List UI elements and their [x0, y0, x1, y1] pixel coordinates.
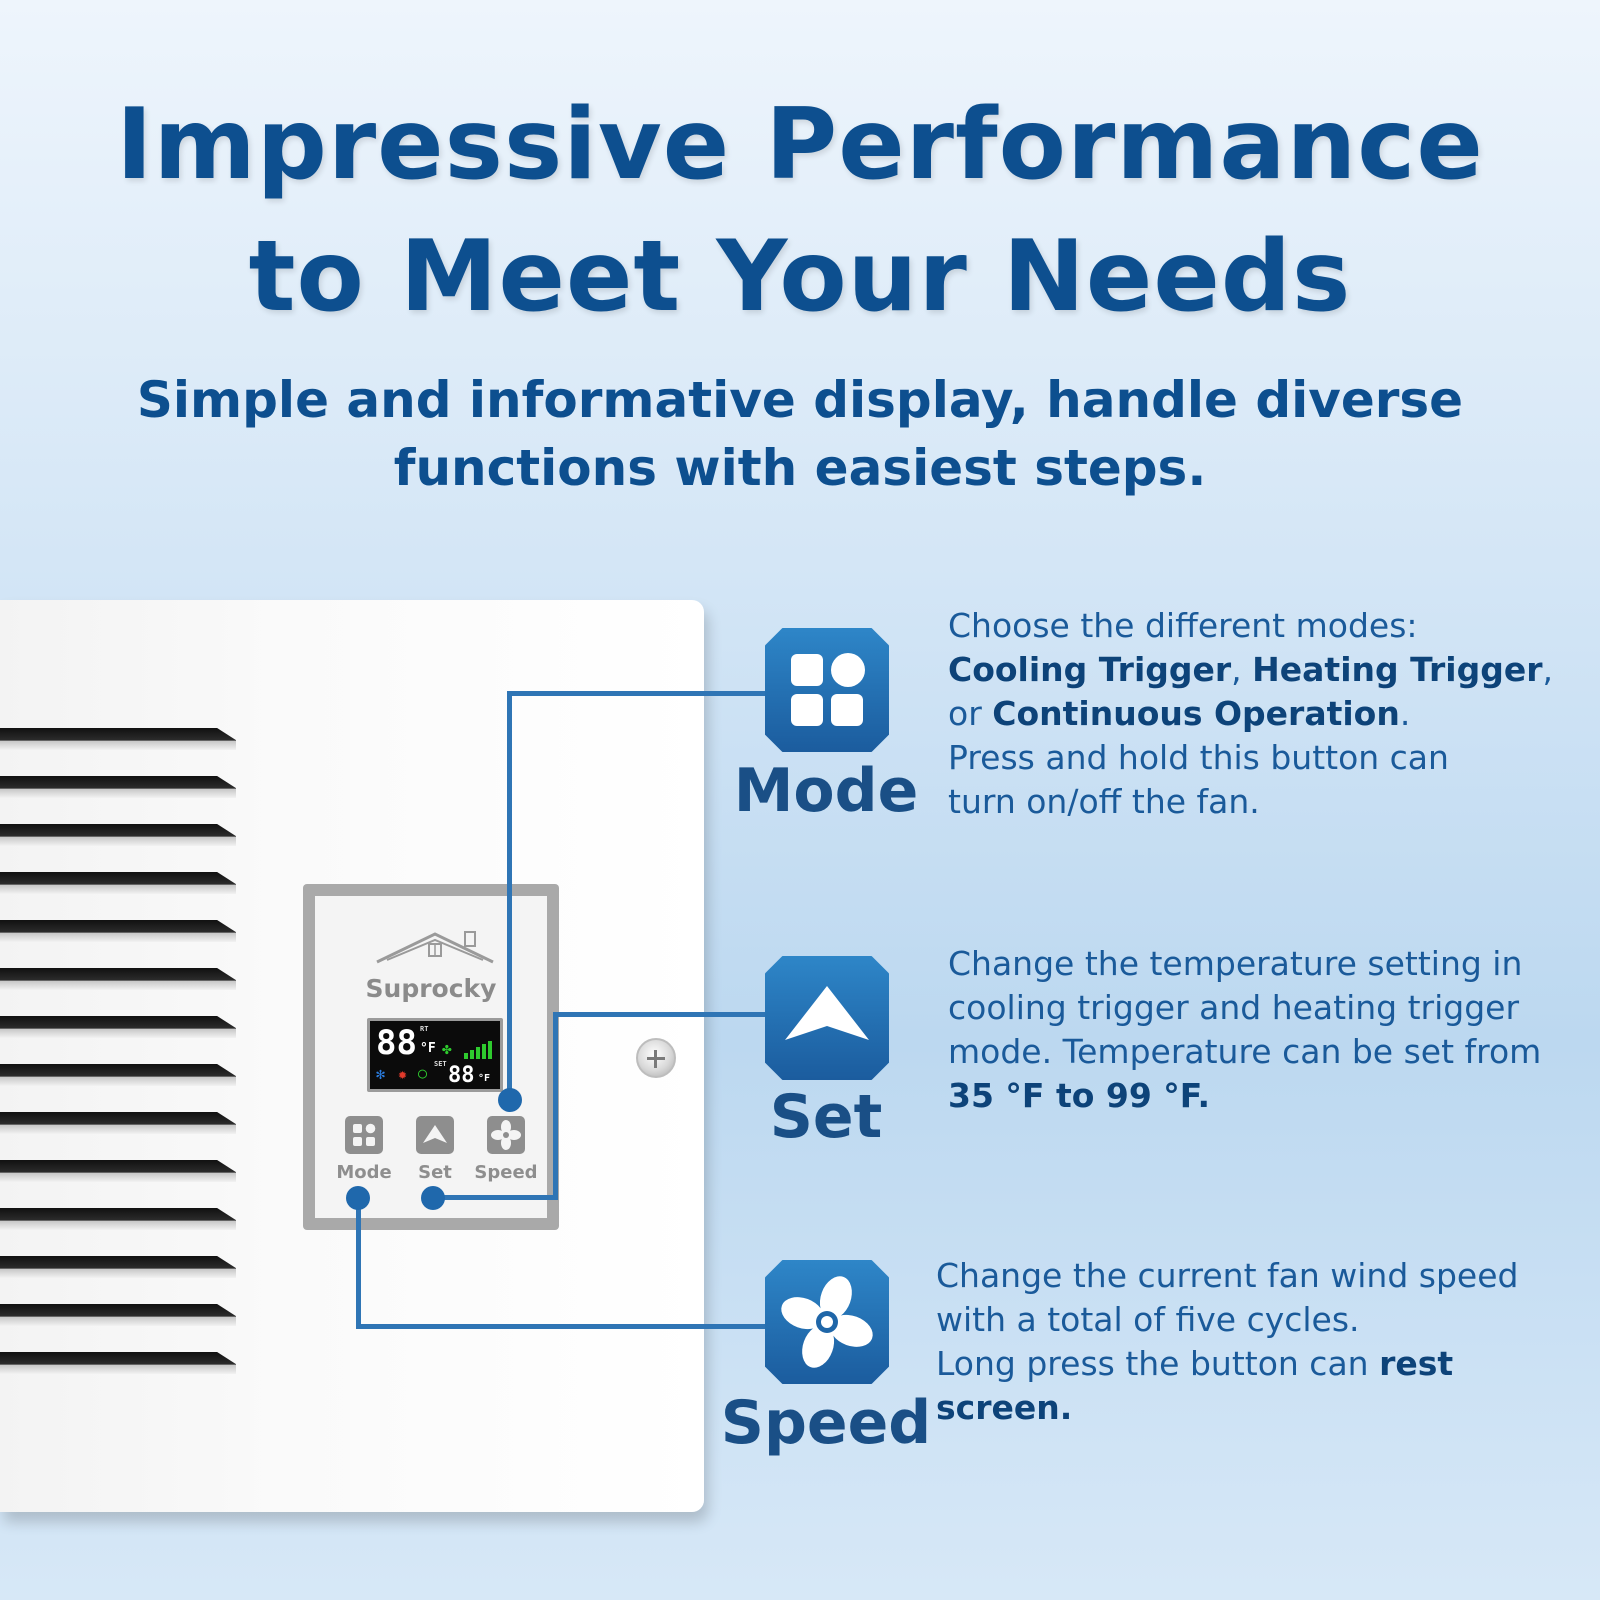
set-temp-unit: °F: [478, 1073, 491, 1084]
set-description: Change the temperature setting in coolin…: [948, 944, 1542, 1115]
subheadline-line-1: Simple and informative display, handle d…: [136, 371, 1464, 429]
set-connector-vertical: [553, 1012, 558, 1200]
thermostat-speed-button[interactable]: [487, 1116, 525, 1154]
room-temp-readout: 88: [376, 1023, 417, 1063]
set-connector-bottom: [432, 1195, 558, 1200]
louver: [0, 1208, 236, 1230]
headline-line-1: Impressive Performance: [116, 88, 1484, 202]
house-logo-icon: [376, 931, 494, 964]
mode-connector-vertical: [507, 691, 512, 1101]
up-arrow-icon: [423, 1125, 447, 1143]
set-feature-icon: [765, 956, 889, 1080]
brand-name: Suprocky: [365, 974, 497, 1003]
louver: [0, 824, 236, 846]
louver: [0, 1064, 236, 1086]
louver: [0, 968, 236, 990]
subheadline-line-2: functions with easiest steps.: [393, 439, 1207, 497]
fan-level-bar: [488, 1041, 492, 1059]
louver: [0, 1112, 236, 1134]
fan-icon: [491, 1120, 521, 1150]
speed-connector-vertical: [356, 1196, 361, 1329]
speed-connector-dot: [346, 1186, 370, 1210]
thermostat-speed-label: Speed: [474, 1162, 538, 1183]
louver: [0, 1352, 236, 1374]
fan-indicator-icon: ✤: [442, 1039, 452, 1058]
mode-connector-dot: [498, 1088, 522, 1112]
fan-level-bar: [464, 1053, 468, 1059]
louver: [0, 872, 236, 894]
speed-connector-horizontal: [356, 1324, 767, 1329]
louver: [0, 1304, 236, 1326]
set-feature-label: Set: [769, 1082, 883, 1152]
louver: [0, 1016, 236, 1038]
mode-grid-icon: [353, 1123, 376, 1146]
set-temp-label: SET: [434, 1060, 447, 1068]
speed-feature-label: Speed: [720, 1388, 932, 1458]
fan-level-bar: [470, 1050, 474, 1059]
speed-description: Change the current fan wind speed with a…: [936, 1256, 1519, 1427]
set-temp-readout: 88: [448, 1063, 475, 1088]
fan-icon: [781, 1276, 873, 1368]
louver: [0, 728, 236, 750]
air-conditioner-grille: [0, 600, 704, 1512]
lcd-display: 88 RT °F ✤ ✻ ✹ ○ SET 88 °F: [367, 1018, 503, 1092]
set-connector-horizontal: [553, 1012, 767, 1017]
thermostat-mode-button[interactable]: [345, 1116, 383, 1154]
mode-grid-icon: [791, 653, 865, 726]
mode-description: Choose the different modes: Cooling Trig…: [948, 606, 1553, 821]
fan-level-bar: [476, 1047, 480, 1059]
up-arrow-icon: [785, 986, 869, 1040]
louver: [0, 920, 236, 942]
cycle-icon: ○: [418, 1064, 428, 1082]
sun-icon: ✹: [398, 1065, 408, 1083]
fan-level-bar: [482, 1044, 486, 1059]
thermostat-face: Suprocky 88 RT °F ✤ ✻ ✹ ○ SET 88 °F: [315, 896, 547, 1218]
thermostat-control: Suprocky 88 RT °F ✤ ✻ ✹ ○ SET 88 °F: [303, 884, 559, 1230]
headline-line-2: to Meet Your Needs: [248, 220, 1352, 334]
snowflake-icon: ✻: [376, 1065, 386, 1083]
thermostat-mode-label: Mode: [336, 1162, 392, 1183]
mode-feature-icon: [765, 628, 889, 752]
louver: [0, 1256, 236, 1278]
louver: [0, 776, 236, 798]
louver: [0, 1160, 236, 1182]
room-temp-unit: °F: [420, 1041, 436, 1056]
mode-connector-horizontal: [507, 691, 767, 696]
speed-feature-icon: [765, 1260, 889, 1384]
mode-feature-label: Mode: [733, 756, 919, 826]
set-connector-dot: [421, 1186, 445, 1210]
thermostat-set-button[interactable]: [416, 1116, 454, 1154]
thermostat-set-label: Set: [418, 1162, 452, 1183]
room-temp-label: RT: [420, 1025, 429, 1033]
screw-icon: [636, 1038, 676, 1078]
